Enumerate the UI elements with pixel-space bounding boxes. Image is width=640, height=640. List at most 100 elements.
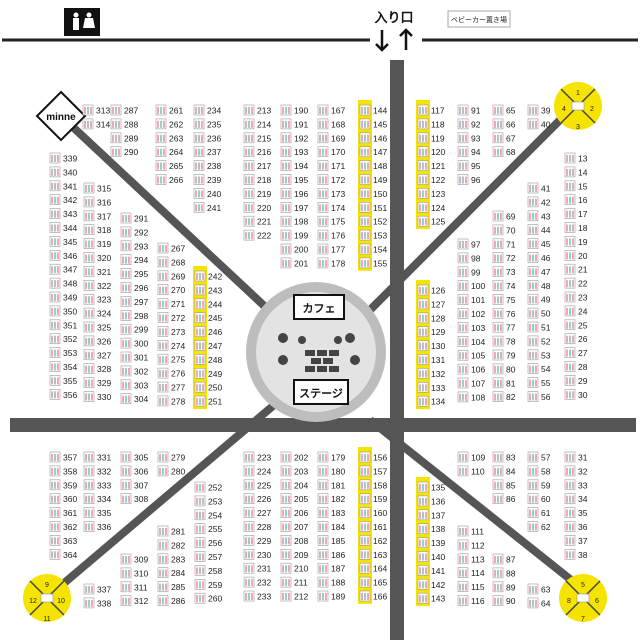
booth[interactable]: 266 xyxy=(155,174,183,186)
booth[interactable]: 122 xyxy=(417,174,445,186)
booth[interactable]: 179 xyxy=(317,451,345,463)
booth[interactable]: 166 xyxy=(359,590,387,602)
booth[interactable]: 294 xyxy=(120,254,148,266)
booth[interactable]: 199 xyxy=(280,229,308,241)
booth[interactable]: 334 xyxy=(83,493,111,505)
booth[interactable]: 305 xyxy=(120,451,148,463)
booth[interactable]: 205 xyxy=(280,493,308,505)
booth[interactable]: 234 xyxy=(193,104,221,116)
booth[interactable]: 162 xyxy=(359,535,387,546)
booth[interactable]: 77 xyxy=(492,321,516,333)
booth[interactable]: 310 xyxy=(120,567,148,579)
booth[interactable]: 244 xyxy=(194,298,222,310)
booth[interactable]: 241 xyxy=(193,202,221,213)
booth[interactable]: 296 xyxy=(120,282,148,294)
booth[interactable]: 237 xyxy=(193,146,221,158)
booth[interactable]: 352 xyxy=(49,333,77,345)
booth[interactable]: 151 xyxy=(359,202,387,213)
booth[interactable]: 79 xyxy=(492,349,516,361)
booth[interactable]: 285 xyxy=(157,581,185,593)
booth[interactable]: 56 xyxy=(527,391,551,403)
booth[interactable]: 52 xyxy=(527,335,551,347)
booth[interactable]: 287 xyxy=(110,104,138,116)
booth[interactable]: 335 xyxy=(83,507,111,518)
booth[interactable]: 318 xyxy=(83,224,111,236)
booth[interactable]: 133 xyxy=(417,381,445,393)
booth[interactable]: 214 xyxy=(243,118,271,129)
booth[interactable]: 332 xyxy=(83,465,111,477)
booth[interactable]: 281 xyxy=(157,525,185,537)
booth[interactable]: 256 xyxy=(194,537,222,549)
booth[interactable]: 216 xyxy=(243,146,271,158)
booth[interactable]: 363 xyxy=(49,535,77,546)
booth[interactable]: 69 xyxy=(492,210,516,222)
booth[interactable]: 312 xyxy=(120,595,148,607)
booth[interactable]: 168 xyxy=(317,118,345,129)
booth[interactable]: 361 xyxy=(49,507,77,518)
booth[interactable]: 124 xyxy=(417,202,445,213)
booth[interactable]: 148 xyxy=(359,160,387,172)
booth[interactable]: 138 xyxy=(417,523,445,535)
booth[interactable]: 309 xyxy=(120,553,148,565)
booth[interactable]: 71 xyxy=(492,238,516,250)
booth[interactable]: 14 xyxy=(564,166,588,178)
booth[interactable]: 81 xyxy=(492,377,516,389)
booth[interactable]: 136 xyxy=(417,495,445,507)
booth[interactable]: 22 xyxy=(564,277,588,289)
booth[interactable]: 171 xyxy=(317,160,345,172)
booth[interactable]: 317 xyxy=(83,210,111,222)
booth[interactable]: 222 xyxy=(243,229,271,241)
booth[interactable]: 293 xyxy=(120,240,148,252)
booth[interactable]: 17 xyxy=(564,208,588,220)
booth[interactable]: 260 xyxy=(194,592,222,604)
booth[interactable]: 54 xyxy=(527,363,551,375)
booth[interactable]: 126 xyxy=(417,284,445,296)
booth[interactable]: 41 xyxy=(527,182,551,194)
booth[interactable]: 249 xyxy=(194,367,222,379)
booth[interactable]: 273 xyxy=(157,326,185,337)
booth[interactable]: 75 xyxy=(492,294,516,305)
booth[interactable]: 173 xyxy=(317,188,345,199)
booth[interactable]: 189 xyxy=(317,590,345,602)
booth[interactable]: 206 xyxy=(280,507,308,518)
booth[interactable]: 47 xyxy=(527,266,551,277)
booth[interactable]: 64 xyxy=(527,597,551,609)
booth[interactable]: 198 xyxy=(280,215,308,227)
booth[interactable]: 337 xyxy=(83,583,111,595)
booth[interactable]: 66 xyxy=(492,118,516,129)
booth[interactable]: 275 xyxy=(157,353,185,365)
booth[interactable]: 229 xyxy=(243,535,271,546)
booth[interactable]: 280 xyxy=(157,465,185,477)
booth[interactable]: 103 xyxy=(457,322,485,333)
booth[interactable]: 254 xyxy=(194,509,222,521)
booth[interactable]: 104 xyxy=(457,335,485,347)
booth[interactable]: 191 xyxy=(280,118,308,129)
booth[interactable]: 109 xyxy=(457,451,485,463)
booth[interactable]: 328 xyxy=(83,363,111,375)
booth[interactable]: 232 xyxy=(243,576,271,588)
booth[interactable]: 306 xyxy=(120,465,148,477)
booth[interactable]: 128 xyxy=(417,312,445,324)
booth[interactable]: 325 xyxy=(83,321,111,333)
booth[interactable]: 167 xyxy=(317,104,345,116)
booth[interactable]: 345 xyxy=(49,236,77,247)
booth[interactable]: 265 xyxy=(155,160,183,172)
booth[interactable]: 295 xyxy=(120,268,148,280)
booth[interactable]: 291 xyxy=(120,212,148,224)
booth[interactable]: 163 xyxy=(359,548,387,560)
booth[interactable]: 90 xyxy=(492,595,516,607)
booth[interactable]: 106 xyxy=(457,363,485,375)
booth[interactable]: 119 xyxy=(417,132,445,144)
booth[interactable]: 155 xyxy=(359,257,387,269)
booth[interactable]: 255 xyxy=(194,523,222,535)
booth[interactable]: 297 xyxy=(120,296,148,307)
booth[interactable]: 87 xyxy=(492,553,516,565)
booth[interactable]: 290 xyxy=(110,146,138,158)
booth[interactable]: 30 xyxy=(564,388,588,400)
booth[interactable]: 192 xyxy=(280,132,308,144)
booth[interactable]: 169 xyxy=(317,132,345,144)
booth[interactable]: 235 xyxy=(193,118,221,129)
booth[interactable]: 326 xyxy=(83,335,111,347)
booth[interactable]: 322 xyxy=(83,279,111,291)
booth[interactable]: 333 xyxy=(83,479,111,491)
